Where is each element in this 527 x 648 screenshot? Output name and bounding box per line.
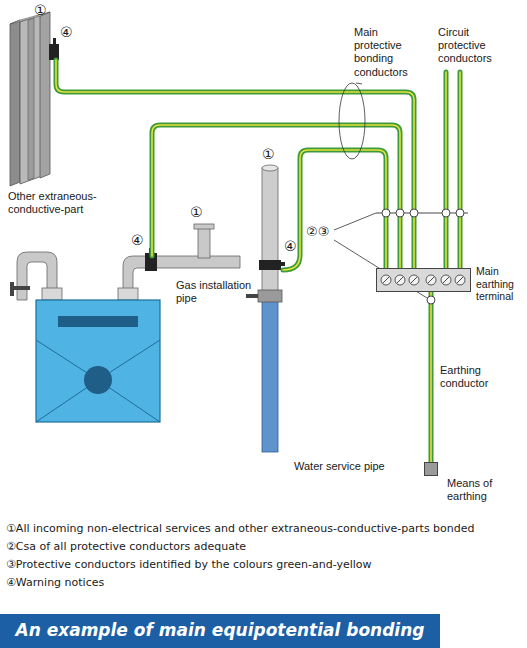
group-ellipse: [339, 83, 365, 159]
part-label: Water service pipe: [294, 460, 406, 473]
earth-electrode: Means of earthing: [424, 462, 438, 476]
clamp: [49, 44, 59, 60]
note: ②Csa of all protective conductors adequa…: [6, 540, 521, 553]
bonding-conductors: [56, 60, 460, 270]
note: ③Protective conductors identified by the…: [6, 558, 521, 571]
part-label: Main protective bonding conductors: [354, 26, 418, 79]
part-label: Other extraneous-conductive-part: [8, 190, 120, 216]
clamp-screw: [280, 262, 285, 266]
callout-number: ①: [262, 146, 275, 163]
check-points: [376, 209, 468, 217]
steel-beam: [10, 12, 50, 186]
callout-number: ④: [284, 238, 297, 255]
callout-number: ②③: [306, 224, 329, 240]
terminal-screws: [376, 268, 471, 292]
node-label: Main earthing terminal: [476, 265, 526, 303]
leader-line: [334, 213, 376, 230]
edge-label: Earthing conductor: [440, 364, 510, 390]
gas-valve: [10, 282, 14, 296]
callout-number: ④: [131, 232, 144, 249]
note: ①All incoming non-electrical services an…: [6, 522, 521, 535]
callout-number: ①: [190, 204, 203, 221]
clamp-screw: [53, 38, 56, 46]
title-text: An example of main equipotential bonding: [0, 620, 440, 640]
gas-meter: [36, 288, 160, 422]
clamp: [259, 260, 281, 270]
node-label: Means of earthing: [447, 477, 523, 503]
leader-line: [356, 83, 362, 84]
callout-number: ④: [60, 24, 73, 41]
water-pipe: [246, 165, 282, 452]
part-label: Gas installation pipe: [176, 279, 262, 305]
earthing-terminal: Main earthing terminal: [376, 268, 471, 292]
part-label: Circuit protective conductors: [438, 26, 518, 66]
note: ④Warning notices: [6, 576, 521, 589]
callout-number: ①: [34, 2, 47, 19]
title-bar: [0, 614, 440, 648]
earthing-conductor: [427, 292, 435, 462]
gas-valve-handle: [14, 286, 30, 290]
